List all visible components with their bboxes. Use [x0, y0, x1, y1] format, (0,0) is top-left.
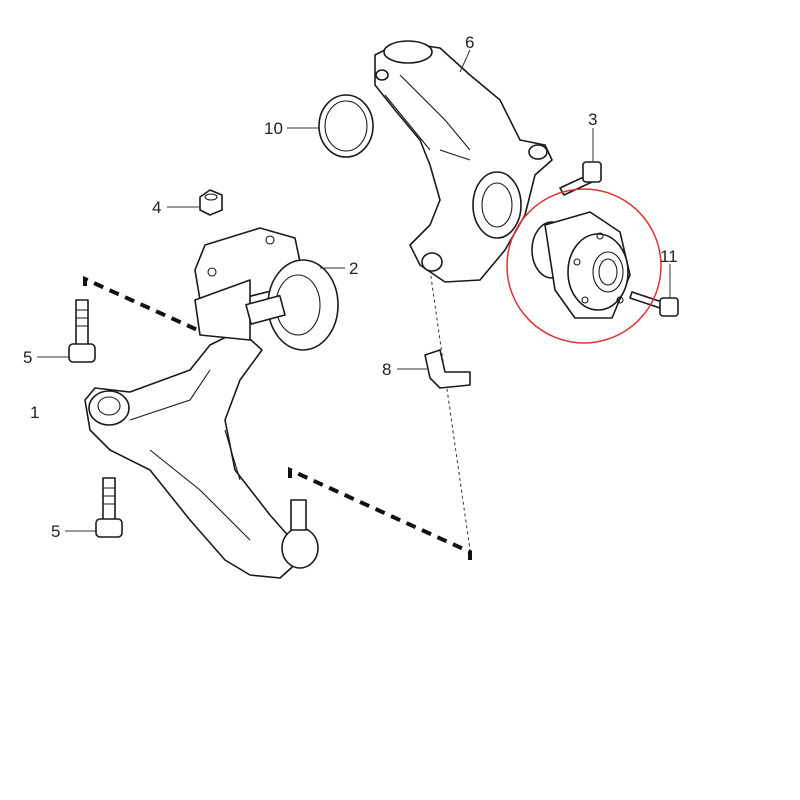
label-hub-bolt: 3 — [588, 110, 597, 129]
leader-lines — [37, 49, 671, 532]
steering-knuckle — [374, 40, 553, 283]
label-clip: 8 — [382, 360, 391, 379]
bushing-bracket — [194, 227, 339, 351]
bolt-lower — [95, 477, 123, 538]
assembly-line-thin — [429, 269, 471, 551]
label-bushing: 2 — [349, 259, 358, 278]
label-steering-knuckle: 6 — [465, 33, 474, 52]
clip — [424, 349, 471, 389]
label-nut: 4 — [152, 198, 161, 217]
seal-ring — [318, 94, 374, 158]
label-bolt-upper: 5 — [23, 348, 32, 367]
assembly-line-lower — [288, 466, 472, 560]
assembly-line-upper — [83, 275, 203, 334]
label-wheel-hub: 11 — [660, 247, 678, 266]
bolt-upper — [68, 299, 96, 363]
wheel-hub — [531, 211, 679, 319]
label-bolt-lower: 5 — [51, 522, 60, 541]
control-arm — [84, 329, 319, 579]
highlight-circle — [506, 188, 662, 344]
label-seal-ring: 10 — [264, 119, 283, 138]
label-control-arm: 1 — [30, 403, 39, 422]
nut — [199, 189, 223, 216]
